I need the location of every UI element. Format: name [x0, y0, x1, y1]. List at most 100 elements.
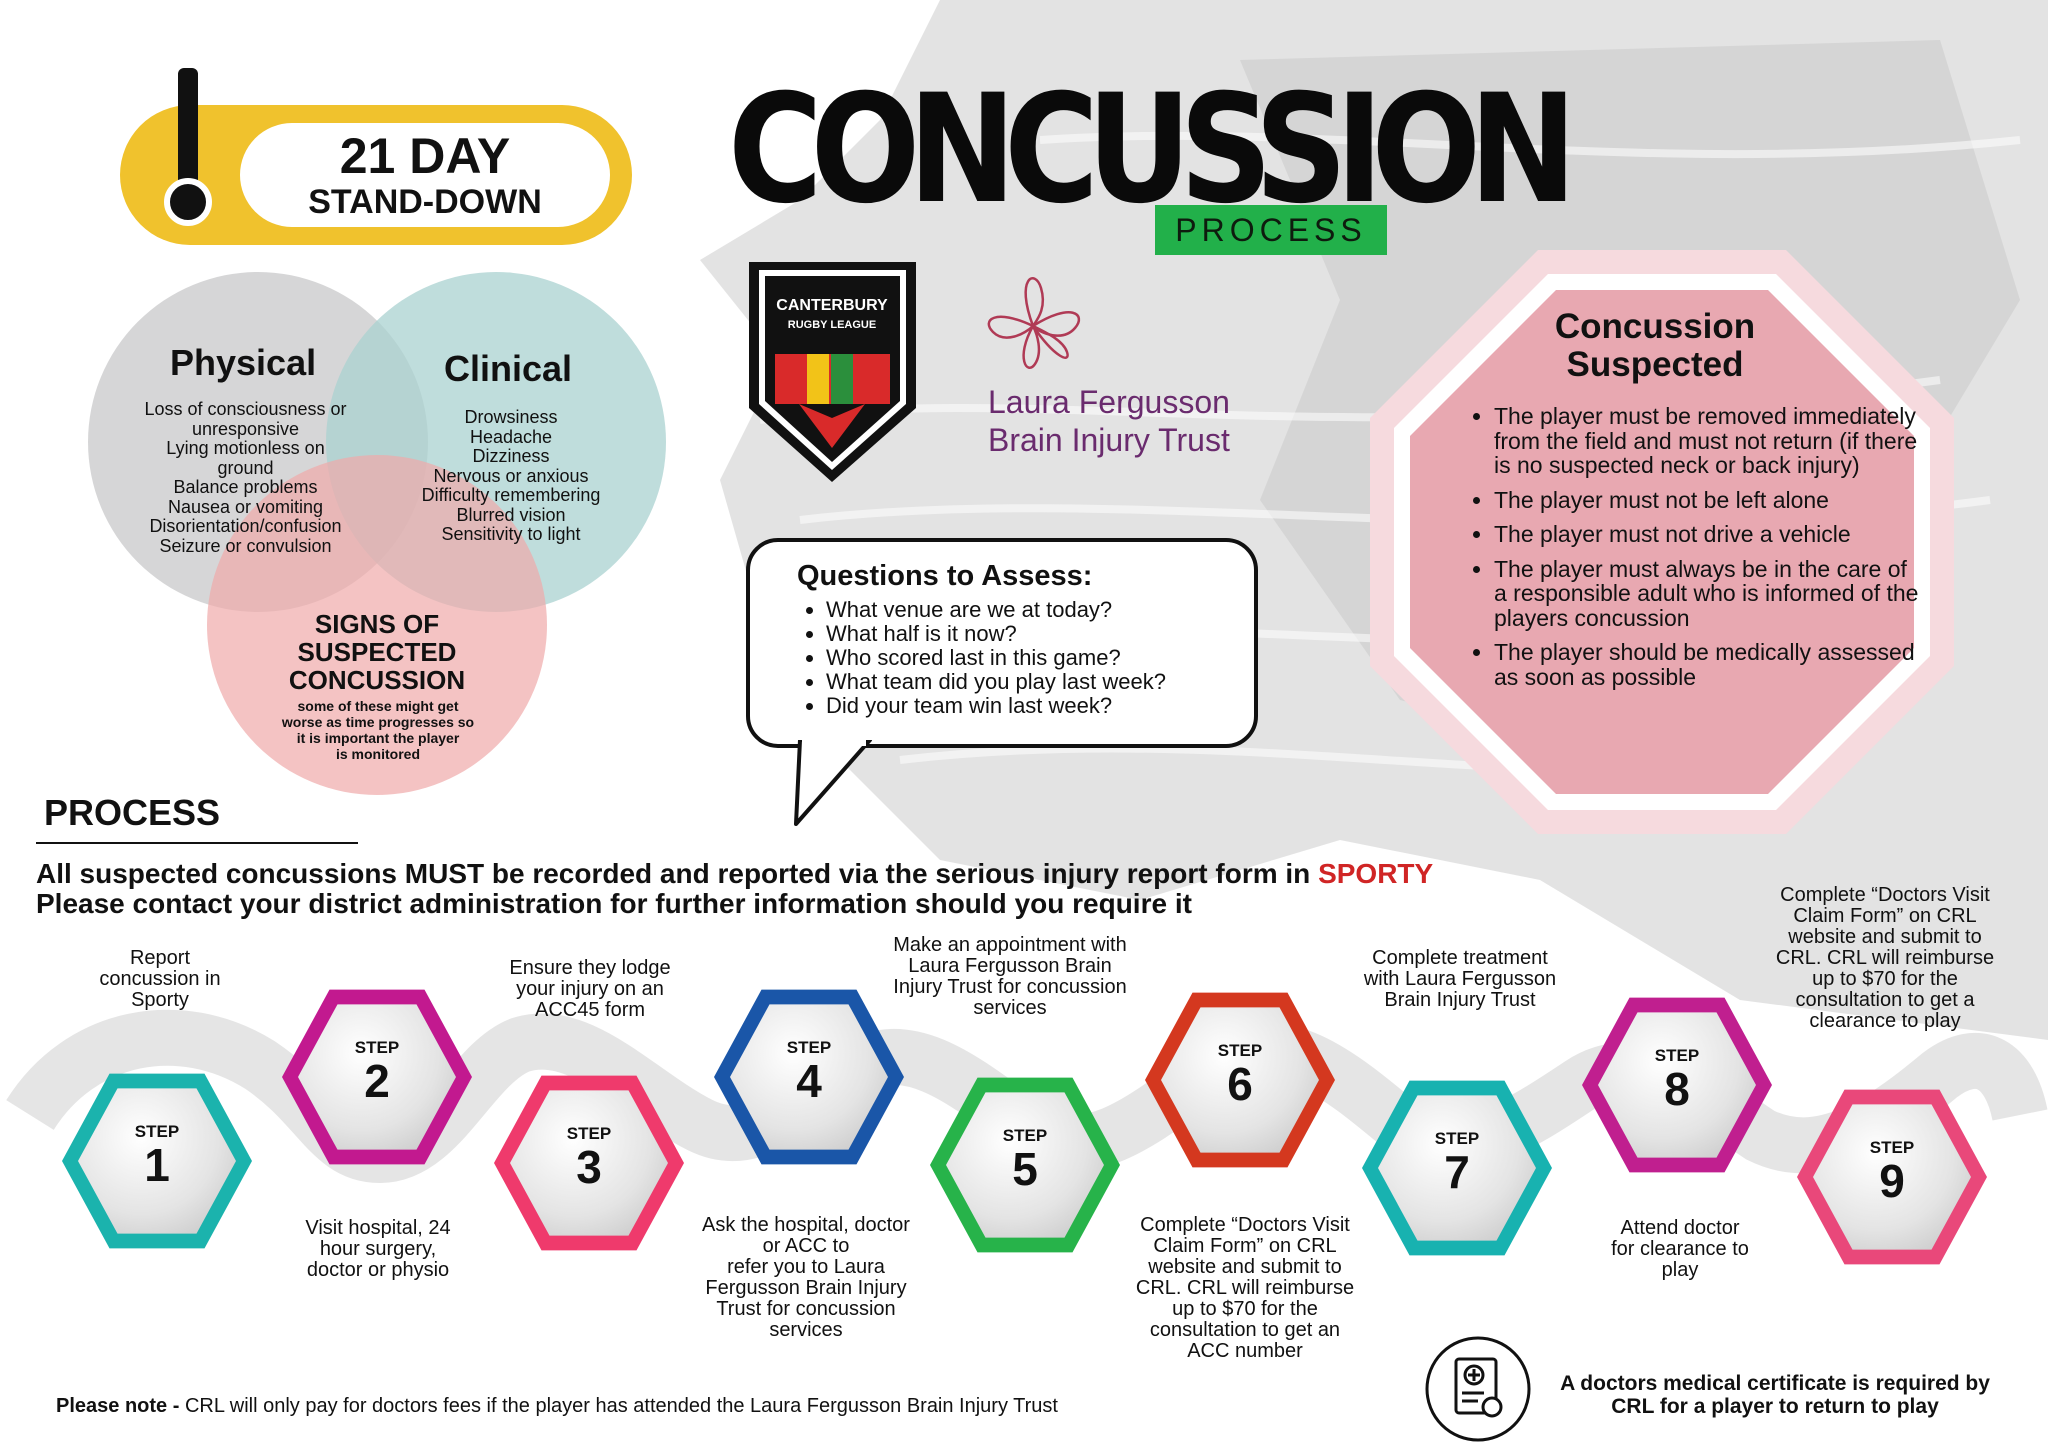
clinical-item: Sensitivity to light	[441, 524, 581, 544]
physical-item: ground	[217, 457, 274, 478]
lfbit-flower-logo	[987, 277, 1081, 369]
venn-signs-circle	[207, 455, 547, 795]
step-description-line: consultation to get an	[1149, 1319, 1341, 1341]
stand-down-label: 21 DAY STAND-DOWN	[240, 123, 610, 227]
step-description-line: consultation to get a	[1795, 989, 1975, 1011]
step-hexagon-face	[1161, 1007, 1319, 1153]
step-number: 8	[1664, 1063, 1690, 1115]
process-instruction-1: All suspected concussions MUST be record…	[36, 858, 1433, 890]
signs-title-line: CONCUSSION	[288, 665, 466, 695]
step-description-line: or ACC to	[762, 1235, 850, 1257]
step-description-line: Sporty	[131, 989, 189, 1011]
clinical-item: Nervous or anxious	[433, 465, 589, 486]
step-description-line: Attend doctor	[1620, 1217, 1740, 1239]
question-item: Who scored last in this game?	[826, 646, 1166, 670]
step-description-line: refer you to Laura	[727, 1256, 885, 1278]
lfbit-name: Laura Fergusson Brain Injury Trust	[988, 383, 1230, 459]
question-item: Did your team win last week?	[826, 694, 1166, 718]
step-description-line: your injury on an	[516, 978, 664, 1000]
step-number: 6	[1227, 1058, 1253, 1110]
suspected-item: The player must be removed immediately f…	[1494, 404, 1924, 478]
footer-note-text: CRL will only pay for doctors fees if th…	[184, 1395, 1058, 1417]
exclamation-icon	[178, 68, 198, 200]
step-label: STEP	[1434, 1129, 1480, 1148]
step-label: STEP	[134, 1122, 180, 1141]
page-title: CONCUSSION	[728, 63, 1577, 237]
step-description-line: Complete “Doctors Visit	[1780, 884, 1990, 906]
step-hexagon-face	[1598, 1012, 1756, 1158]
questions-list: What venue are we at today? What half is…	[800, 598, 1166, 718]
process-instruction-text: All suspected concussions MUST be record…	[36, 858, 1319, 889]
clinical-item: Difficulty remembering	[421, 485, 601, 505]
venn-clinical-title: Clinical	[444, 348, 573, 389]
clinical-item: Blurred vision	[456, 504, 566, 525]
suspected-list: The player must be removed immediately f…	[1470, 404, 1924, 699]
process-heading: PROCESS	[44, 792, 221, 833]
suspected-item: The player must not be left alone	[1494, 487, 1924, 513]
step-description-line: with Laura Fergusson	[1363, 968, 1557, 990]
signs-title-line: SUSPECTED	[297, 637, 457, 667]
question-item: What half is it now?	[826, 622, 1166, 646]
suspected-title-line: Concussion	[1554, 307, 1756, 346]
suspected-title: Concussion Suspected	[1460, 308, 1850, 384]
signs-note-line: it is important the player	[296, 730, 460, 746]
suspected-item: The player should be medically assessed …	[1494, 640, 1924, 689]
step-description-line: up to $70 for the	[1812, 968, 1958, 990]
physical-item: Nausea or vomiting	[167, 496, 324, 517]
step-description-line: Ask the hospital, doctor	[702, 1214, 910, 1236]
step-description-line: website and submit to	[1148, 1256, 1342, 1278]
step-description-line: Visit hospital, 24	[305, 1217, 451, 1239]
signs-note-line: is monitored	[335, 746, 420, 762]
clinical-item: Dizziness	[472, 446, 550, 466]
step-number: 5	[1012, 1143, 1038, 1195]
step-description-line: Make an appointment with	[893, 934, 1127, 956]
step-description-line: ACC45 form	[534, 999, 646, 1021]
step-description-line: Laura Fergusson Brain	[908, 955, 1112, 977]
step-description-line: Claim Form” on CRL	[1793, 905, 1977, 927]
step-description-line: Fergusson Brain Injury	[705, 1277, 907, 1299]
stand-down-text: STAND-DOWN	[308, 183, 542, 221]
stand-down-days: 21 DAY	[339, 128, 511, 184]
process-tag: PROCESS	[1155, 205, 1387, 255]
lfbit-name-line: Brain Injury Trust	[988, 422, 1230, 458]
venn-physical-list: Loss of consciousness or unresponsive Ly…	[118, 399, 373, 556]
question-item: What venue are we at today?	[826, 598, 1166, 622]
step-description-line: Trust for concussion	[716, 1298, 896, 1320]
step-label: STEP	[354, 1038, 400, 1057]
step-number: 3	[576, 1141, 602, 1193]
physical-item: Loss of consciousness or	[144, 399, 347, 419]
suspected-item: The player must always be in the care of…	[1494, 556, 1924, 631]
physical-item: unresponsive	[191, 418, 300, 439]
physical-item: Seizure or convulsion	[159, 535, 332, 556]
step-number: 7	[1444, 1146, 1470, 1198]
step-description-line: Complete “Doctors Visit	[1140, 1214, 1350, 1236]
step-description-line: up to $70 for the	[1172, 1298, 1318, 1320]
step-description-line: play	[1661, 1259, 1699, 1281]
step-number: 9	[1879, 1155, 1905, 1207]
questions-title: Questions to Assess:	[797, 560, 1093, 592]
venn-physical-title: Physical	[170, 342, 317, 383]
step-description-line: for clearance to	[1611, 1238, 1749, 1260]
step-description-line: Injury Trust for concussion	[893, 976, 1127, 998]
footer-note-label: Please note -	[56, 1395, 185, 1417]
physical-item: Lying motionless on	[166, 438, 325, 458]
step-description-line: Report	[129, 947, 191, 969]
signs-title-line: SIGNS OF	[314, 609, 440, 639]
clinical-item: Headache	[469, 426, 553, 447]
step-description-line: hour surgery,	[319, 1238, 437, 1260]
venn-clinical-list: Drowsiness Headache Dizziness Nervous or…	[398, 407, 624, 545]
venn-signs-title: SIGNS OF SUSPECTED CONCUSSION	[250, 610, 504, 694]
